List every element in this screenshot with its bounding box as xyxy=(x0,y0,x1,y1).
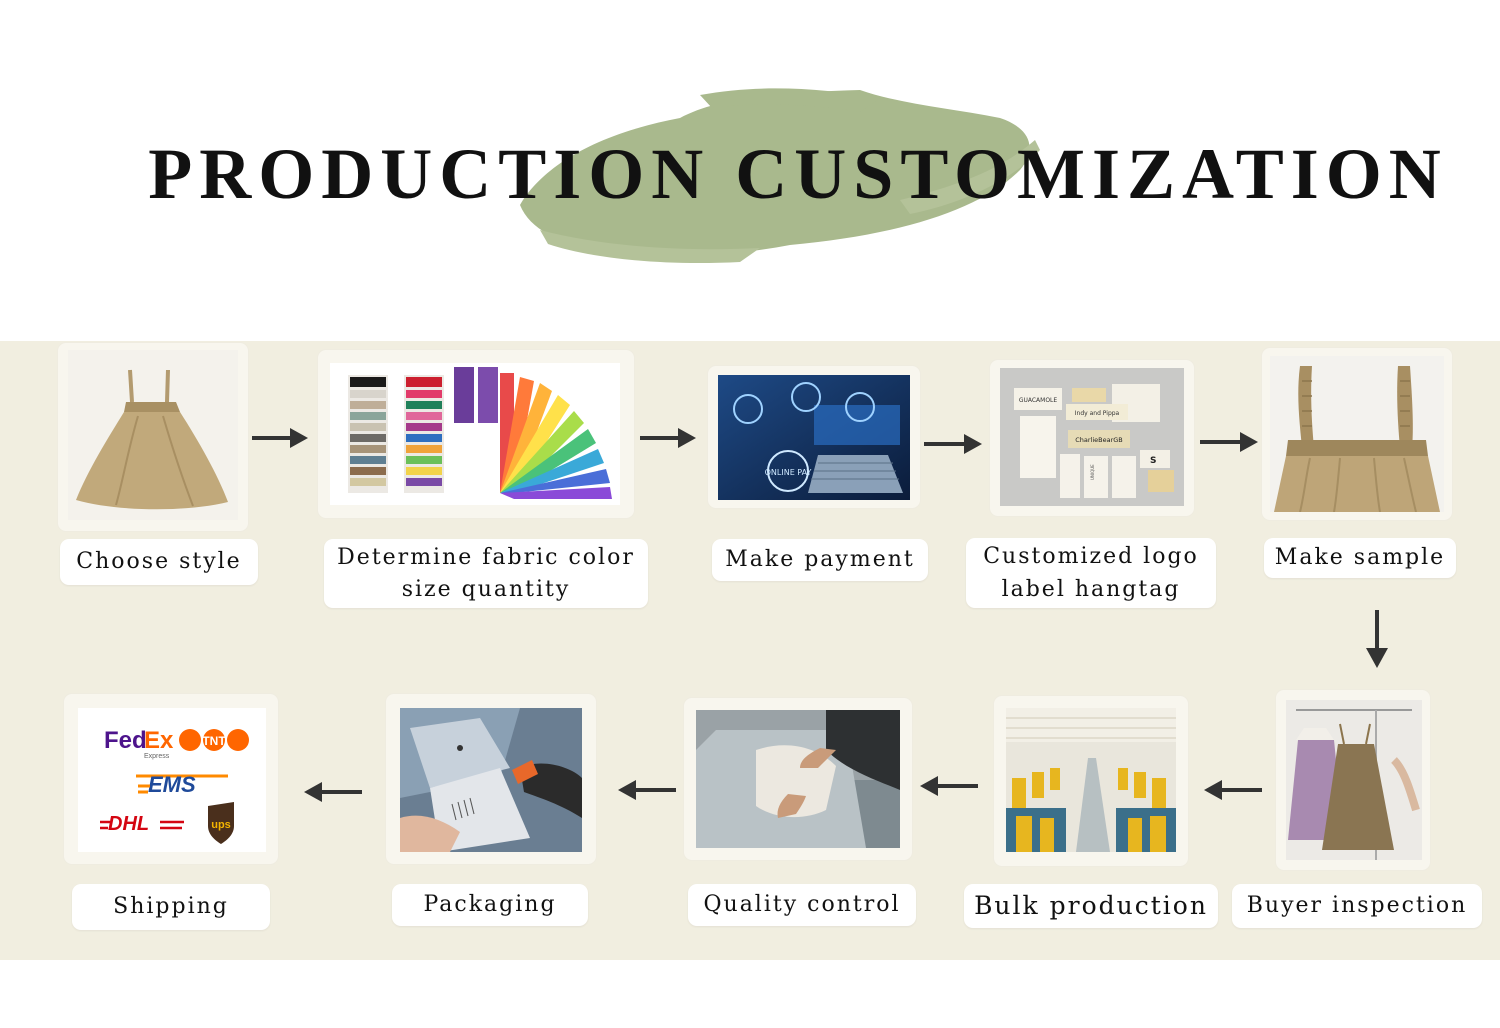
arrow-left-icon xyxy=(616,778,678,802)
svg-text:EMS: EMS xyxy=(148,772,196,797)
dress-sample-image xyxy=(1270,356,1444,512)
arrow-right-icon xyxy=(638,426,698,450)
factory-floor-image xyxy=(1006,708,1176,852)
svg-text:ONLINE PAY: ONLINE PAY xyxy=(765,468,812,477)
color-swatch-image xyxy=(330,363,620,505)
svg-text:UNIQUE: UNIQUE xyxy=(1090,464,1095,480)
svg-text:TNT: TNT xyxy=(202,734,226,748)
svg-text:S: S xyxy=(1150,456,1156,466)
svg-text:GUACAMOLE: GUACAMOLE xyxy=(1019,397,1058,404)
dresses-rack-image xyxy=(1286,700,1422,860)
barcode-scanning-image xyxy=(400,708,582,852)
online-payment-image: ONLINE PAY xyxy=(718,375,910,500)
woven-labels-image: GUACAMOLE Indy and Pippa CharlieBearGB S… xyxy=(1000,368,1184,506)
arrow-left-icon xyxy=(1202,778,1264,802)
garment-inspection-image xyxy=(696,710,900,848)
courier-logos-image: Fed Ex Express TNT EMS DHL ups xyxy=(78,708,266,852)
arrow-right-icon xyxy=(250,426,310,450)
step-label-make-sample: Make sample xyxy=(1264,538,1456,578)
svg-text:ups: ups xyxy=(211,819,231,831)
step-label-make-payment: Make payment xyxy=(712,539,928,581)
page-title: PRODUCTION CUSTOMIZATION xyxy=(148,134,1448,214)
arrow-left-icon xyxy=(302,780,364,804)
svg-text:Ex: Ex xyxy=(144,727,174,754)
svg-text:DHL: DHL xyxy=(108,813,149,835)
svg-text:Fed: Fed xyxy=(104,727,147,754)
step-label-packaging: Packaging xyxy=(392,884,588,926)
khaki-dress-image xyxy=(68,350,238,520)
svg-text:Indy and Pippa: Indy and Pippa xyxy=(1075,410,1120,417)
step-label-bulk-production: Bulk production xyxy=(964,884,1218,928)
step-label-buyer-inspection: Buyer inspection xyxy=(1232,884,1482,928)
step-label-shipping: Shipping xyxy=(72,884,270,930)
step-label-choose-style: Choose style xyxy=(60,539,258,585)
step-label-quality-control: Quality control xyxy=(688,884,916,926)
arrow-left-icon xyxy=(918,774,980,798)
arrow-right-icon xyxy=(922,432,984,456)
green-brush-stroke xyxy=(520,88,1040,264)
svg-text:CharlieBearGB: CharlieBearGB xyxy=(1075,436,1123,444)
arrow-right-icon xyxy=(1198,430,1260,454)
arrow-down-icon xyxy=(1364,608,1390,670)
svg-text:Express: Express xyxy=(144,753,170,760)
